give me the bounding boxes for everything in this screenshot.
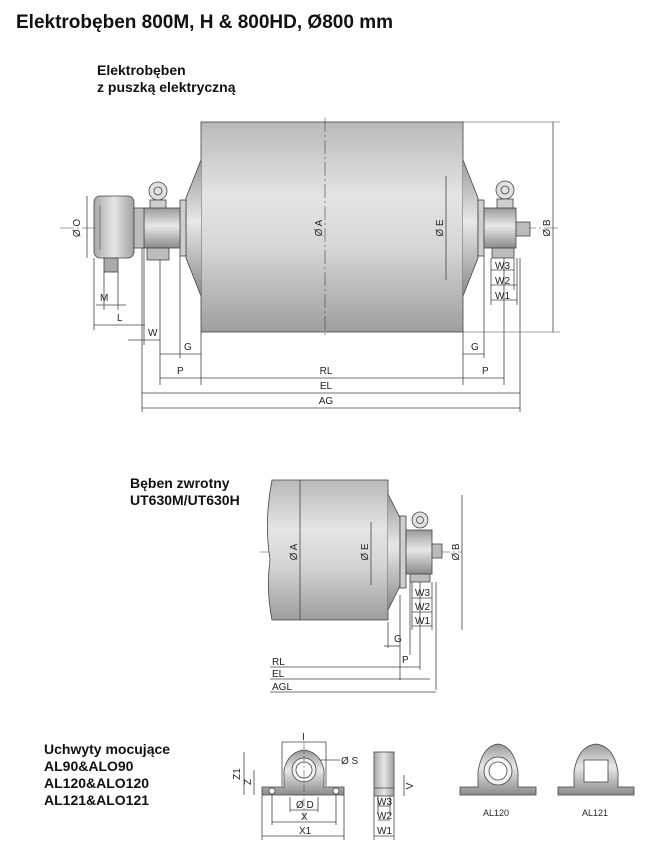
motorized-pulley-drawing (60, 118, 560, 412)
drum-shell (200, 121, 464, 333)
label-al120: AL120 (483, 808, 509, 818)
heading-line-2: AL90&ALO90 (44, 758, 134, 774)
label-w3: W3 (415, 588, 430, 599)
heading-line-2: z puszką elektryczną (97, 79, 236, 95)
label-dia-e: Ø E (360, 543, 371, 561)
heading-line-1: Elektrobęben (97, 62, 186, 78)
heading-line-1: Bęben zwrotny (130, 475, 230, 491)
label-ag: AG (319, 396, 334, 407)
label-w1: W1 (415, 616, 430, 627)
label-rl: RL (320, 366, 333, 377)
label-dia-b: Ø B (542, 219, 553, 237)
label-i: I (302, 732, 305, 743)
section-heading-motorized-pulley: Elektrobęben z puszką elektryczną (97, 62, 236, 96)
label-agl: AGL (272, 682, 292, 693)
label-dia-b: Ø B (451, 543, 462, 561)
section-heading-return-drum: Bęben zwrotny UT630M/UT630H (130, 475, 240, 509)
heading-line-2: UT630M/UT630H (130, 492, 240, 508)
heading-line-4: AL121&ALO121 (44, 792, 150, 808)
label-z: Z (243, 779, 254, 785)
heading-line-3: AL120&ALO120 (44, 775, 150, 791)
label-x: X (301, 812, 308, 823)
label-rl: RL (272, 657, 285, 668)
label-dia-a: Ø A (314, 219, 325, 236)
label-dia-s: Ø S (341, 756, 359, 767)
label-w1: W1 (377, 826, 392, 837)
heading-line-1: Uchwyty mocujące (44, 741, 171, 757)
label-v: V (405, 782, 416, 789)
label-l: L (117, 313, 123, 324)
label-w3: W3 (495, 261, 510, 272)
drum-shell (267, 479, 389, 621)
label-p-left: P (177, 366, 184, 377)
label-w2: W2 (495, 276, 510, 287)
label-g-right: G (471, 342, 479, 353)
label-w: W (148, 328, 158, 339)
label-w2: W2 (377, 811, 392, 822)
label-g-left: G (184, 342, 192, 353)
bracket-drawings (243, 741, 635, 840)
label-m: M (100, 293, 108, 304)
section-heading-mounting-brackets: Uchwyty mocujące AL90&ALO90 AL120&ALO120… (44, 741, 170, 809)
label-al121: AL121 (582, 808, 608, 818)
label-p: P (402, 655, 409, 666)
bracket-side-view (373, 751, 395, 797)
label-w3: W3 (377, 797, 392, 808)
label-w1: W1 (495, 291, 510, 302)
label-el: EL (272, 669, 285, 680)
label-dia-e: Ø E (435, 219, 446, 237)
label-x1: X1 (299, 826, 312, 837)
label-dia-a: Ø A (289, 543, 300, 560)
label-z1: Z1 (232, 768, 243, 780)
page-title: Elektrobęben 800M, H & 800HD, Ø800 mm (16, 12, 393, 33)
return-drum-drawing (260, 479, 463, 693)
label-g: G (394, 634, 402, 645)
label-dia-o: Ø O (72, 219, 83, 238)
label-dia-d: Ø D (296, 800, 314, 811)
label-w2: W2 (415, 602, 430, 613)
label-p-right: P (482, 366, 489, 377)
label-el: EL (320, 381, 333, 392)
